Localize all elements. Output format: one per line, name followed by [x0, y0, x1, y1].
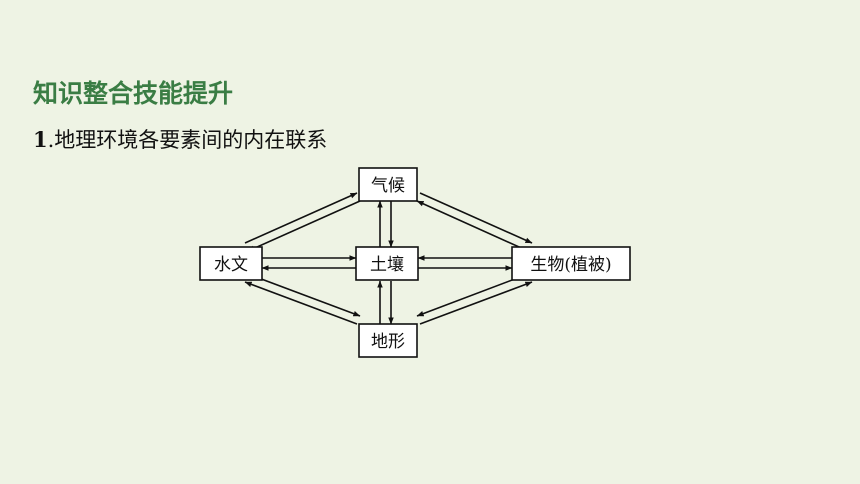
node-turang: 土壤	[355, 246, 419, 281]
node-qihou: 气候	[358, 167, 418, 202]
node-shengwu-label: 生物(植被)	[530, 255, 611, 275]
node-dixing-label: 地形	[371, 332, 405, 352]
arrow-qihou-to-shuiwen	[247, 200, 361, 252]
arrow-dixing-to-shuiwen	[244, 281, 358, 325]
node-qihou-label: 气候	[371, 176, 405, 196]
arrow-shengwu-to-qihou	[416, 200, 529, 252]
node-shuiwen: 水文	[199, 246, 263, 281]
arrow-qihou-to-shengwu	[419, 192, 533, 244]
arrows	[244, 192, 533, 325]
arrow-shuiwen-to-dixing	[247, 273, 361, 317]
arrow-shengwu-to-dixing	[416, 273, 529, 317]
node-turang-label: 土壤	[370, 254, 404, 275]
arrow-dixing-to-shengwu	[419, 281, 533, 325]
arrow-shuiwen-to-qihou	[244, 192, 358, 244]
node-dixing: 地形	[358, 323, 418, 358]
node-shengwu: 生物(植被)	[511, 246, 631, 281]
section-title: 知识整合技能提升	[33, 79, 234, 108]
node-shuiwen-label: 水文	[214, 255, 248, 275]
subtitle: 1.地理环境各要素间的内在联系	[33, 124, 327, 154]
subtitle-number: 1	[33, 127, 48, 152]
subtitle-text: .地理环境各要素间的内在联系	[47, 128, 328, 152]
